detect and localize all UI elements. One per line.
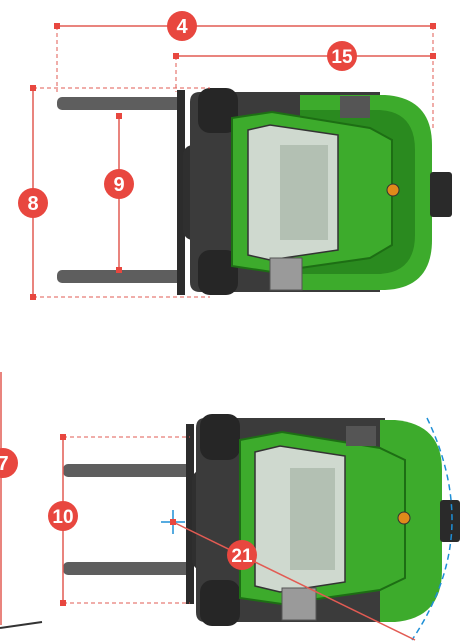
fork-carriage — [177, 90, 185, 295]
dimension-right-angle-stack — [0, 372, 43, 629]
front-wheel-lower — [198, 250, 238, 295]
forklift-top-view-icon — [57, 88, 452, 295]
front-wheel-upper — [198, 88, 238, 133]
badge-inner-fork-spread: 9 — [104, 169, 134, 199]
svg-text:8: 8 — [27, 193, 38, 215]
fork-upper — [63, 464, 193, 477]
fork-lower — [57, 270, 185, 283]
svg-text:9: 9 — [113, 174, 124, 196]
rear-hitch — [430, 172, 452, 217]
turning-radius-arc — [411, 417, 453, 641]
svg-text:10: 10 — [52, 507, 73, 528]
fork-upper — [57, 97, 185, 110]
badge-right-angle-stack: 7 — [0, 448, 18, 478]
dimension-turning-radius — [170, 519, 416, 641]
badge-length-to-fork-face: 15 — [327, 41, 357, 71]
badge-outer-fork-spread: 8 — [18, 188, 48, 218]
badge-turning-radius: 21 — [227, 540, 257, 570]
svg-text:4: 4 — [176, 16, 188, 38]
rear-hitch — [440, 500, 460, 542]
svg-text:21: 21 — [231, 546, 253, 567]
dimension-overall-length — [54, 23, 436, 130]
forklift-turning-view-icon — [63, 414, 460, 626]
badge-overall-length: 4 — [167, 11, 197, 41]
front-wheel-lower — [200, 580, 240, 626]
front-wheel-upper — [200, 414, 240, 460]
fork-lower — [63, 562, 193, 575]
badge-fork-spread-turning-view: 10 — [48, 501, 78, 531]
fork-carriage — [186, 424, 194, 604]
dimension-length-to-fork-face — [173, 53, 436, 92]
svg-text:15: 15 — [331, 47, 353, 68]
svg-text:7: 7 — [0, 453, 9, 475]
